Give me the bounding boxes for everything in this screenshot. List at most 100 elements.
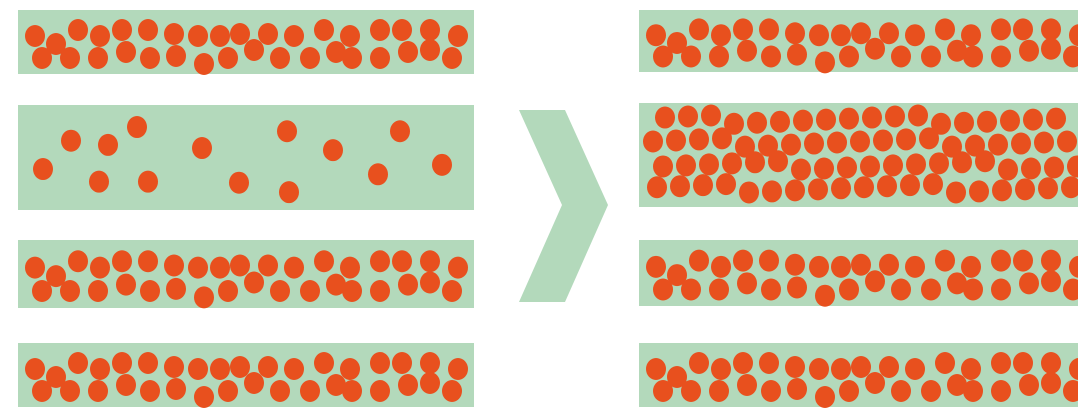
particle [61,130,81,152]
particle [851,356,871,378]
particle [188,358,208,380]
particle [709,46,729,68]
particle [116,274,136,296]
particle [787,378,807,400]
particle [140,380,160,402]
particle [815,51,835,73]
particle [32,380,52,402]
particle [804,133,824,155]
particle [342,47,362,69]
particle [270,280,290,302]
particle [816,109,836,131]
particle [975,150,995,172]
particle [653,279,673,301]
particle [963,46,983,68]
particle [831,177,851,199]
particle [166,378,186,400]
particle [759,250,779,272]
particle [787,44,807,66]
particle [340,25,360,47]
particle [194,286,214,308]
particle [1021,158,1041,180]
particle [60,280,80,302]
particle [791,159,811,181]
particle [646,358,666,380]
particle [89,171,109,193]
particle [370,19,390,41]
particle [68,19,88,41]
particle [342,280,362,302]
particle [432,154,452,176]
particle [952,151,972,173]
particle [946,181,966,203]
particle [194,53,214,75]
particle [244,272,264,294]
particle [277,120,297,142]
particle [166,278,186,300]
particle [827,132,847,154]
particle [854,176,874,198]
particle [1023,109,1043,131]
particle [188,257,208,279]
particle [768,150,788,172]
particle [873,129,893,151]
particle [442,380,462,402]
particle [739,181,759,203]
particle [883,154,903,176]
before-band-2 [18,105,474,210]
particle [284,257,304,279]
chevron-right-icon [519,110,608,302]
particle [112,250,132,272]
particle [814,158,834,180]
particle [230,356,250,378]
particle [370,250,390,272]
particle [370,280,390,302]
particle [398,274,418,296]
particle [244,39,264,61]
particle [420,352,440,374]
particle [693,174,713,196]
particle [314,19,334,41]
particle [711,256,731,278]
particle [977,111,997,133]
particle [885,106,905,128]
particle [1057,130,1077,152]
particle [90,25,110,47]
particle [921,46,941,68]
particle [831,24,851,46]
particle [762,180,782,202]
particle [88,47,108,69]
particle [258,23,278,45]
particle [230,23,250,45]
particle [850,130,870,152]
after-panel [639,10,1078,408]
particle [218,380,238,402]
particle [921,279,941,301]
particle [737,40,757,62]
particle [759,352,779,374]
particle [90,358,110,380]
particle [1041,270,1061,292]
particle [68,250,88,272]
particle [923,173,943,195]
particle [761,46,781,68]
particle [929,152,949,174]
particle [963,380,983,402]
particle [643,130,663,152]
particle [270,47,290,69]
particle [860,155,880,177]
particle [164,255,184,277]
particle [905,256,925,278]
particle [138,171,158,193]
particle [210,358,230,380]
particle [270,380,290,402]
particle [448,25,468,47]
particle [230,255,250,277]
particle [1013,18,1033,40]
particle [244,372,264,394]
particle [865,38,885,60]
particle [785,22,805,44]
particle [711,358,731,380]
particle [709,279,729,301]
particle [116,41,136,63]
